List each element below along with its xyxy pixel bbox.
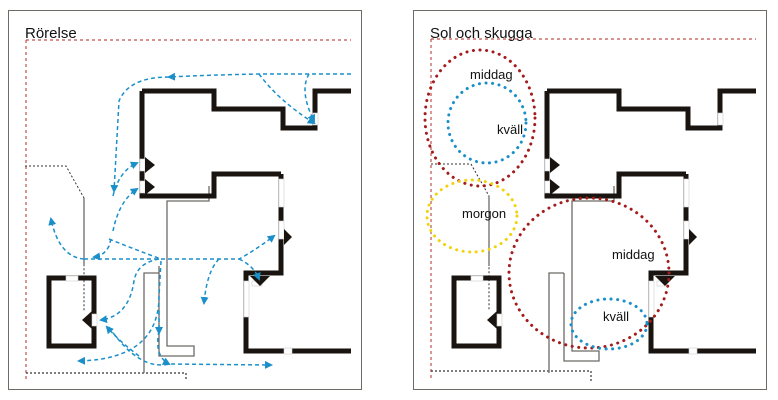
- door: [496, 313, 503, 327]
- main-house-walls: [544, 88, 756, 199]
- door: [544, 158, 551, 172]
- zone-middag-top: [423, 48, 537, 188]
- zone-morgon: [425, 178, 519, 254]
- plot-line-bottom: [431, 370, 592, 381]
- sun-shade-plan-panel: Sol och skugga middag kväll morgon midda…: [413, 10, 767, 390]
- movement-plan-panel: Rörelse: [8, 10, 362, 390]
- window: [717, 112, 724, 126]
- window: [283, 347, 293, 355]
- garden-path-outline: [25, 165, 85, 311]
- panel-title: Rörelse: [25, 25, 77, 42]
- movement-plan-drawing: [25, 39, 351, 381]
- door: [139, 180, 146, 194]
- door-swing: [487, 311, 497, 329]
- door: [91, 313, 98, 327]
- zone-label-morgon: morgon: [462, 206, 507, 221]
- shed-walls: [451, 275, 502, 349]
- terrace-lines: [488, 186, 615, 373]
- panel-title: Sol och skugga: [430, 25, 533, 42]
- plot-line-bottom: [26, 372, 187, 381]
- zone-middag-bottom: [507, 196, 671, 350]
- window: [648, 280, 655, 318]
- garden-path-outline: [431, 163, 490, 311]
- window: [470, 275, 484, 282]
- window: [683, 220, 690, 240]
- plot-boundary: [430, 38, 756, 381]
- window: [278, 178, 285, 208]
- movement-arrows: [48, 72, 351, 369]
- house-wing-walls: [648, 174, 756, 354]
- zone-label-middag-top: middag: [470, 67, 513, 82]
- zone-label-kvall-bottom: kväll: [603, 309, 630, 324]
- plot-boundary: [25, 39, 351, 381]
- window: [683, 178, 690, 208]
- door-swing: [82, 311, 92, 329]
- terrace-lines: [83, 186, 210, 373]
- door: [139, 158, 146, 172]
- window: [243, 280, 250, 318]
- house-wing-walls: [243, 174, 351, 354]
- door: [544, 180, 551, 194]
- sun-shade-plan-drawing: [423, 38, 756, 381]
- zone-kvall-bottom: [569, 297, 649, 351]
- window: [65, 275, 79, 282]
- zone-label-middag-bottom: middag: [612, 247, 655, 262]
- window: [278, 220, 285, 240]
- zone-label-kvall-top: kväll: [497, 122, 524, 137]
- main-house-walls: [139, 88, 351, 199]
- zone-kvall-top: [446, 81, 528, 165]
- shed-walls: [46, 275, 97, 349]
- window: [688, 347, 698, 355]
